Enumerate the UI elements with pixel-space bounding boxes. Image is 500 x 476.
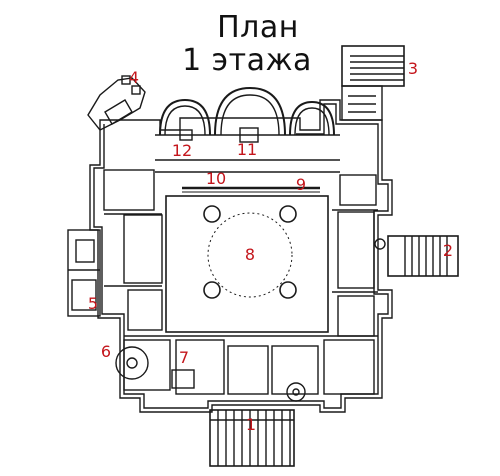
label-9: 9 (296, 175, 306, 194)
label-10: 10 (206, 169, 226, 188)
label-8: 8 (245, 245, 255, 264)
label-4: 4 (129, 68, 139, 87)
plan-title-line-2: 1 этажа (182, 43, 312, 78)
label-3: 3 (408, 59, 418, 78)
central-hall (165, 195, 329, 333)
porch-2 (387, 235, 459, 277)
apse-12 (159, 98, 211, 136)
apse-right (289, 100, 335, 136)
dome-outline (207, 212, 293, 298)
outer-wall (89, 99, 393, 413)
label-1: 1 (246, 415, 256, 434)
entrance-stair-1 (209, 409, 295, 467)
label-11: 11 (237, 140, 257, 159)
annex-5 (67, 229, 101, 317)
label-7: 7 (179, 348, 189, 367)
label-2: 2 (443, 241, 453, 260)
plan-title-line-1: План (217, 10, 299, 45)
label-12: 12 (172, 141, 192, 160)
spiral-stair-6 (115, 346, 149, 380)
apse-11 (214, 86, 286, 136)
label-6: 6 (101, 342, 111, 361)
label-5: 5 (88, 294, 98, 313)
